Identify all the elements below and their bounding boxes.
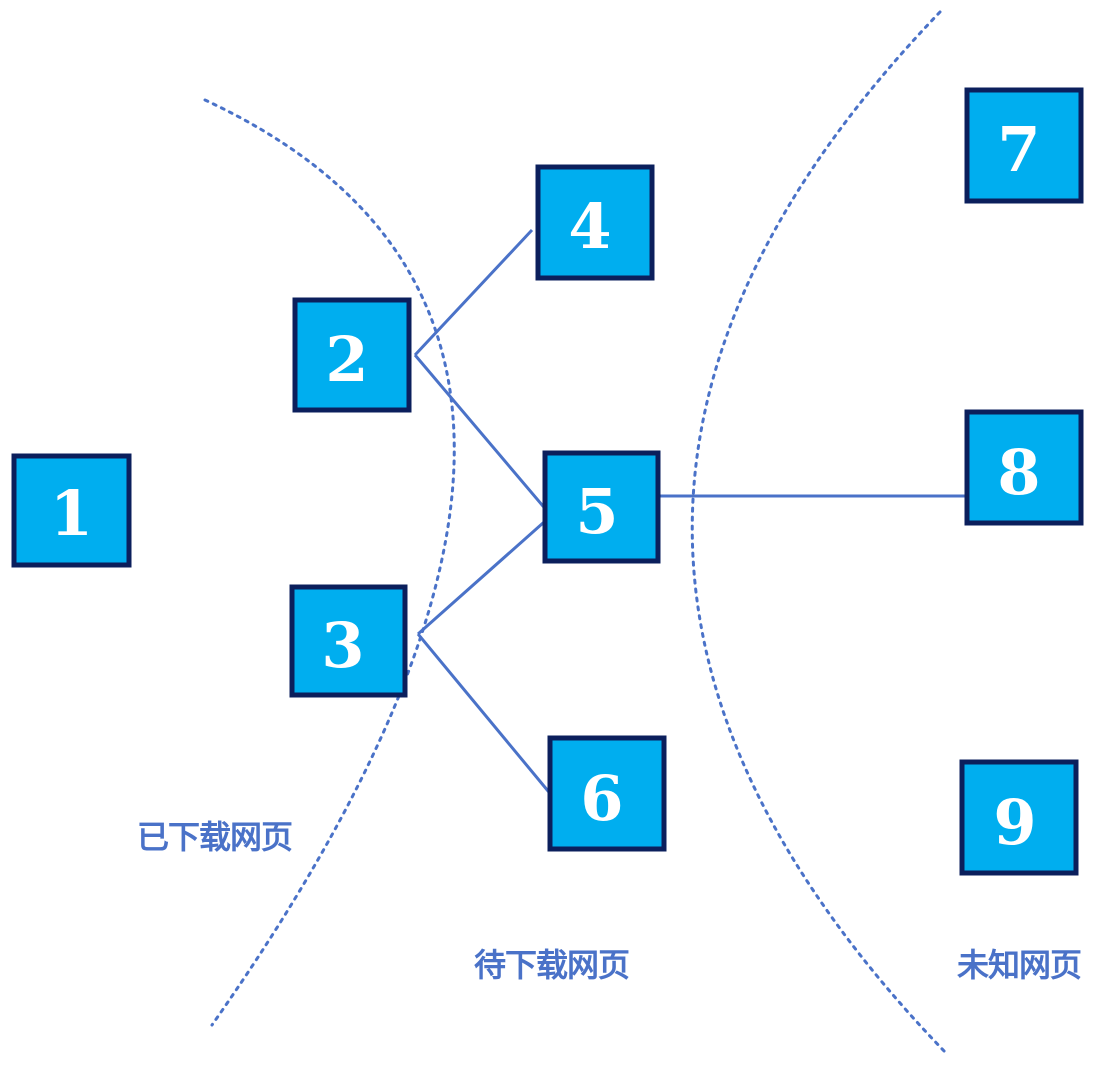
node-6-label: 6 bbox=[580, 762, 623, 835]
node-4-label: 4 bbox=[568, 190, 611, 263]
node-2-label: 2 bbox=[325, 323, 368, 396]
edge-2-5 bbox=[413, 354, 550, 513]
edge-3-5 bbox=[417, 513, 553, 636]
node-5: 5 bbox=[542, 450, 661, 564]
node-1: 1 bbox=[11, 453, 132, 568]
node-8: 8 bbox=[964, 409, 1084, 526]
node-3: 3 bbox=[289, 584, 408, 698]
node-9: 9 bbox=[959, 759, 1079, 876]
region-label-to-download: 待下载网页 bbox=[474, 946, 630, 984]
edge-2-4 bbox=[413, 228, 534, 357]
region-label-unknown: 未知网页 bbox=[957, 946, 1082, 984]
node-4: 4 bbox=[535, 164, 655, 281]
region-label-downloaded: 已下载网页 bbox=[137, 818, 293, 856]
node-9-label: 9 bbox=[993, 786, 1036, 859]
boundary-unknown bbox=[690, 10, 947, 1054]
node-8-label: 8 bbox=[997, 436, 1040, 509]
node-1-label: 1 bbox=[50, 477, 93, 550]
edge-3-6 bbox=[416, 633, 555, 798]
boundary-downloaded bbox=[203, 98, 456, 1027]
node-3-label: 3 bbox=[321, 609, 364, 682]
node-2: 2 bbox=[292, 297, 412, 413]
node-7: 7 bbox=[964, 87, 1084, 204]
node-5-label: 5 bbox=[575, 475, 618, 548]
node-7-label: 7 bbox=[997, 113, 1040, 186]
edges bbox=[413, 228, 967, 798]
node-6: 6 bbox=[547, 735, 667, 852]
